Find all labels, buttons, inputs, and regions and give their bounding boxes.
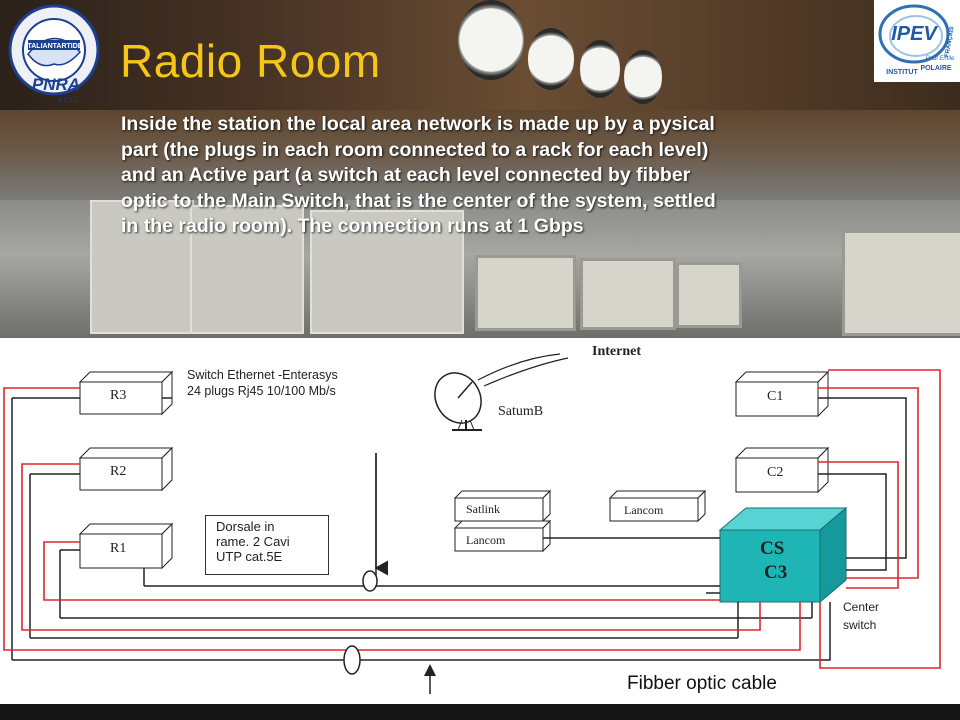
monitor-screen [580,258,676,330]
rack-r2 [78,446,174,492]
arrow-up-icon [424,664,436,676]
wall-clock-icon [458,0,524,80]
pnra-logo: ITALIANTARTIDE PNRA s.c.r.l. [6,4,104,108]
switch-label-c1: C1 [767,389,784,404]
switch-label-line1: Switch Ethernet -Enterasys [187,368,338,382]
internet-label: Internet [592,344,641,359]
copper-backbone-text: Dorsale in rame. 2 Cavi UTP cat.5E [216,519,290,564]
copper-cabling [11,397,907,694]
ipev-paul: Paul Emile [926,56,955,62]
rack-label-r3: R3 [110,388,127,403]
switch-c1 [734,370,830,418]
switch-label-line2: 24 plugs Rj45 10/100 Mb/s [187,384,336,398]
wall-clock-icon [624,50,662,104]
lancom-box-1 [453,519,552,553]
fiber-caption: Fibber optic cable [627,673,777,694]
ipev-text: IPEV [891,23,938,45]
monitor-screen [842,230,960,336]
rack-r1 [78,522,174,570]
footer-bar [0,704,960,720]
rack-label-r1: R1 [110,541,127,556]
network-diagram: Internet SatumB Switch Ethernet -Enteras… [0,338,960,704]
ipev-polaire: POLAIRE [920,65,951,72]
rack-label-r2: R2 [110,464,127,479]
wall-clock-icon [528,28,574,90]
ipev-institut: INSTITUT [886,69,918,76]
satellite-dish-icon [434,353,569,431]
switch-label-c2: C2 [767,465,784,480]
slide-description: Inside the station the local area networ… [121,113,716,237]
fiber-cabling [3,369,941,669]
logo-acronym: PNRA [32,75,80,94]
rack-r3 [78,370,174,416]
satlink-label: Satlink [466,502,501,516]
ipev-francais: FRANÇAIS [944,26,955,58]
copper-backbone-note: Dorsale in rame. 2 Cavi UTP cat.5E [205,515,329,575]
logo-center-text: ITALIANTARTIDE [26,43,83,50]
satellite-label: SatumB [498,404,544,419]
radio-panel [310,210,464,334]
radio-room-photo [0,0,960,338]
lancom-label-1: Lancom [466,533,506,547]
center-switch [718,506,848,604]
ipev-logo: IPEV INSTITUT POLAIRE FRANÇAIS Paul Emil… [874,0,960,82]
diagram-lines [3,353,941,694]
wall-clock-icon [580,40,620,98]
radio-panel [190,205,304,334]
center-switch-caption: Center switch [843,600,880,632]
center-switch-label-2: C3 [764,562,788,583]
switch-c2 [734,446,830,494]
lancom-box-2 [608,489,707,523]
slide-title: Radio Room [120,35,381,87]
monitor-screen [475,255,576,331]
lancom-label-2: Lancom [624,503,664,517]
fiber-bundle-icon [343,645,361,675]
monitor-screen [676,262,742,328]
center-switch-label-1: CS [760,538,785,559]
logo-sub: s.c.r.l. [57,95,78,104]
satlink-box [453,489,552,523]
cable-bundle-icon [362,570,378,592]
